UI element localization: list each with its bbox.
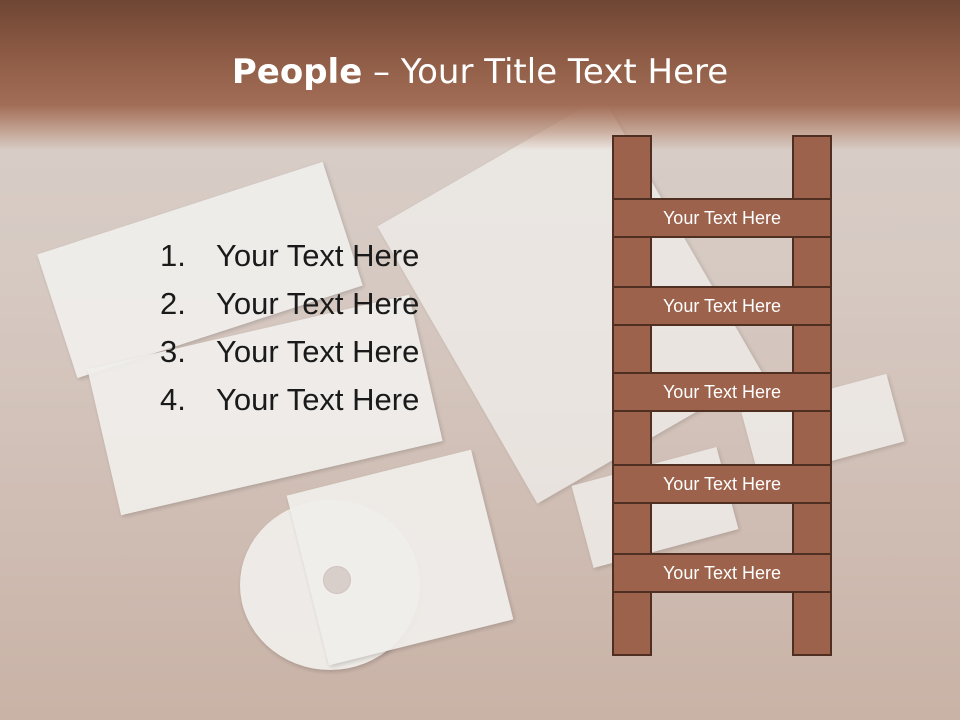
- slide-title[interactable]: People – Your Title Text Here: [0, 52, 960, 92]
- list-item[interactable]: 4. Your Text Here: [160, 376, 419, 424]
- list-text: Your Text Here: [216, 286, 420, 321]
- list-number: 4.: [160, 382, 186, 417]
- numbered-list[interactable]: 1. Your Text Here 2. Your Text Here 3. Your…: [160, 232, 419, 424]
- ladder-rung-3[interactable]: Your Text Here: [612, 372, 832, 412]
- list-text: Your Text Here: [216, 334, 420, 369]
- title-rest: – Your Title Text Here: [362, 52, 729, 92]
- list-number: 3.: [160, 334, 186, 369]
- list-text: Your Text Here: [216, 238, 420, 273]
- ladder-rung-4[interactable]: Your Text Here: [612, 464, 832, 504]
- list-item[interactable]: 2. Your Text Here: [160, 280, 419, 328]
- ladder-rung-5[interactable]: Your Text Here: [612, 553, 832, 593]
- title-bold: People: [231, 52, 363, 92]
- ladder-rung-2[interactable]: Your Text Here: [612, 286, 832, 326]
- title-banner: [0, 0, 960, 150]
- list-item[interactable]: 3. Your Text Here: [160, 328, 419, 376]
- list-number: 2.: [160, 286, 186, 321]
- ladder-rung-1[interactable]: Your Text Here: [612, 198, 832, 238]
- cd-hole: [323, 566, 351, 594]
- list-item[interactable]: 1. Your Text Here: [160, 232, 419, 280]
- list-text: Your Text Here: [216, 382, 420, 417]
- list-number: 1.: [160, 238, 186, 273]
